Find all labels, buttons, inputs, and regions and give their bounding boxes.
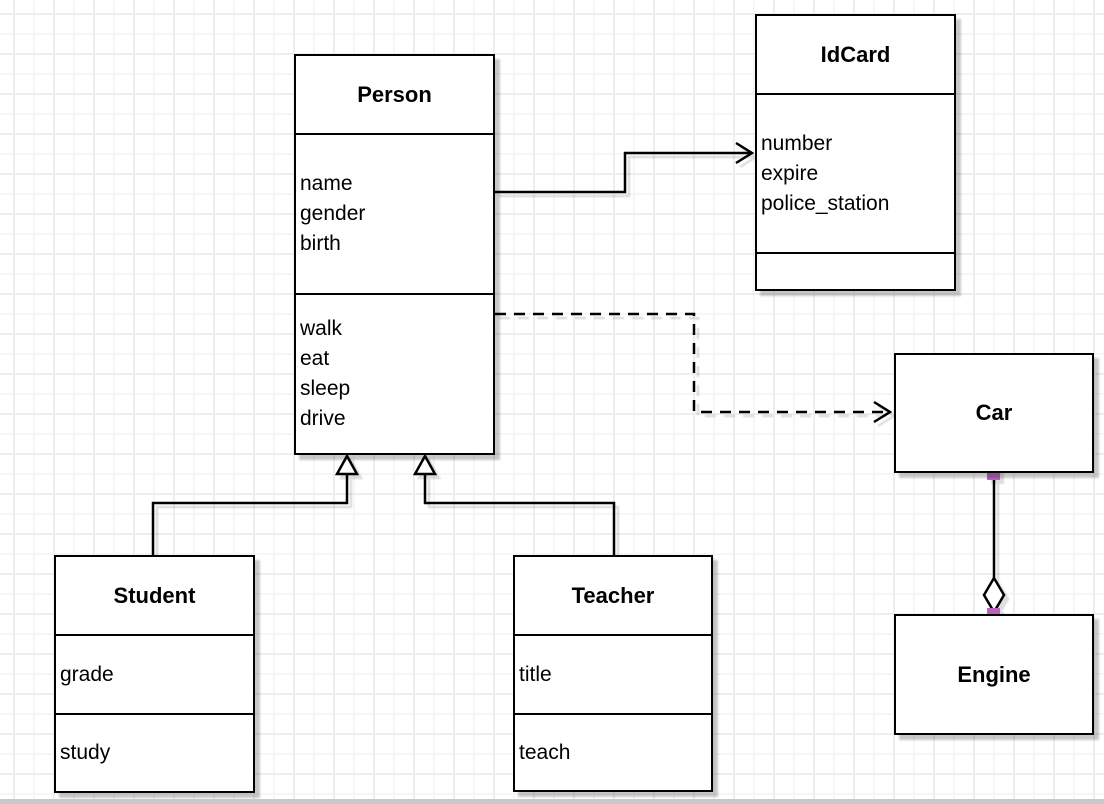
connector-line — [423, 474, 616, 555]
hollow-triangle-arrowhead-icon — [412, 453, 438, 476]
class-box-car[interactable]: Car — [894, 353, 1094, 473]
method: eat — [300, 347, 330, 370]
attributes-compartment: grade — [56, 634, 253, 713]
attributes-compartment: title — [515, 634, 711, 713]
attribute: birth — [300, 232, 341, 255]
method: sleep — [300, 377, 351, 400]
attribute: name — [300, 172, 353, 195]
class-box-teacher[interactable]: Teacher title teach — [513, 555, 713, 792]
association-person-idcard[interactable] — [495, 141, 755, 194]
dependency-person-car[interactable] — [495, 312, 893, 424]
method: drive — [300, 407, 346, 430]
methods-compartment: study — [56, 713, 253, 791]
attribute: gender — [300, 202, 366, 225]
attribute: grade — [60, 662, 114, 686]
class-title: IdCard — [820, 41, 891, 67]
hollow-diamond-icon — [982, 575, 1006, 615]
class-title: Car — [975, 400, 1013, 425]
class-box-engine[interactable]: Engine — [894, 614, 1094, 735]
connector-line — [151, 474, 349, 555]
attribute: expire — [761, 161, 819, 185]
connector-line — [495, 151, 750, 194]
class-box-student[interactable]: Student grade study — [54, 555, 255, 793]
aggregation-car-engine[interactable] — [982, 467, 1006, 621]
attribute: police_station — [761, 191, 890, 215]
method: teach — [519, 740, 571, 764]
canvas-page-edge — [0, 799, 1104, 804]
attributes-compartment: number expire police_station — [757, 93, 954, 252]
methods-compartment — [757, 252, 954, 289]
class-title: Person — [357, 81, 432, 107]
class-title: Student — [113, 582, 196, 608]
class-title: Teacher — [571, 582, 655, 608]
open-arrowhead-icon — [735, 141, 755, 165]
methods-compartment: walk eat sleep drive — [296, 293, 493, 453]
class-box-idcard[interactable]: IdCard number expire police_station — [755, 14, 956, 291]
generalization-teacher-person[interactable] — [412, 453, 616, 555]
attribute: title — [519, 662, 552, 686]
class-box-person[interactable]: Person name gender birth walk eat sleep … — [294, 54, 495, 455]
attributes-compartment: name gender birth — [296, 133, 493, 293]
hollow-triangle-arrowhead-icon — [334, 453, 360, 476]
method: study — [60, 741, 111, 764]
methods-compartment: teach — [515, 713, 711, 790]
open-arrowhead-icon — [873, 400, 893, 424]
class-title: Engine — [957, 661, 1031, 687]
method: walk — [300, 317, 343, 340]
attribute: number — [761, 131, 833, 155]
connector-line — [495, 312, 886, 414]
generalization-student-person[interactable] — [151, 453, 360, 555]
